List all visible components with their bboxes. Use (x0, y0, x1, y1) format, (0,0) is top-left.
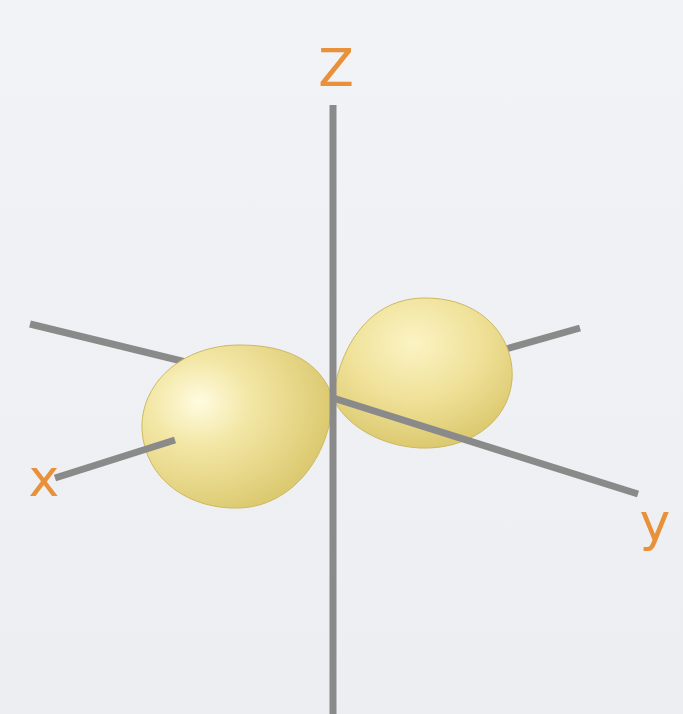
x-axis (55, 440, 175, 478)
axis-label: Z (318, 42, 354, 94)
axis-label: y (640, 496, 671, 548)
orbital-lobe (142, 345, 333, 508)
z-axis (330, 105, 337, 714)
y-axis (333, 398, 638, 494)
axis-label: x (29, 452, 60, 504)
